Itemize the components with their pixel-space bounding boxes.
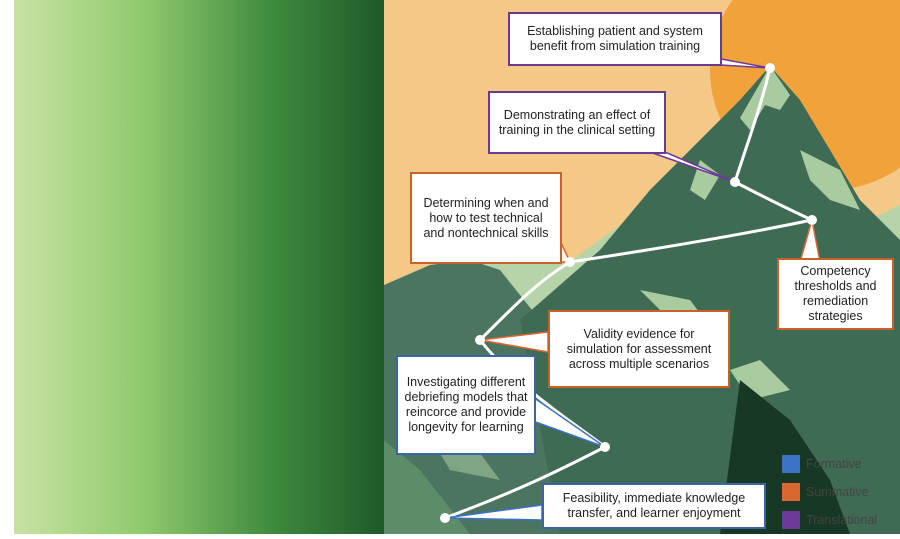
legend-summative: Summative [782, 483, 869, 501]
foreground-left [384, 440, 470, 534]
milestone-node [565, 257, 575, 267]
legend-swatch [782, 511, 800, 529]
milestone-node [440, 513, 450, 523]
milestone-node [765, 63, 775, 73]
legend-label: Translational [806, 513, 878, 527]
gradient-panel [14, 0, 384, 534]
legend-swatch [782, 483, 800, 501]
legend-formative: Formative [782, 455, 862, 473]
legend-label: Formative [806, 457, 862, 471]
milestone-callout: Establishing patient and system benefit … [508, 12, 722, 66]
milestone-callout: Determining when and how to test technic… [410, 172, 562, 264]
milestone-callout: Competency thresholds and remediation st… [777, 258, 894, 330]
milestone-callout: Demonstrating an effect of training in t… [488, 91, 666, 154]
snow-patch-2 [690, 160, 720, 200]
milestone-node [730, 177, 740, 187]
snow-patch-3 [800, 150, 860, 210]
legend-swatch [782, 455, 800, 473]
legend-label: Summative [806, 485, 869, 499]
milestone-callout: Feasibility, immediate knowledge transfe… [542, 483, 766, 529]
snow-patch-1 [740, 66, 790, 130]
milestone-node [600, 442, 610, 452]
milestone-node [807, 215, 817, 225]
milestone-callout: Investigating different debriefing model… [396, 355, 536, 455]
milestone-callout: Validity evidence for simulation for ass… [548, 310, 730, 388]
milestone-node [475, 335, 485, 345]
legend-translational: Translational [782, 511, 877, 529]
main-mountain [520, 66, 900, 534]
